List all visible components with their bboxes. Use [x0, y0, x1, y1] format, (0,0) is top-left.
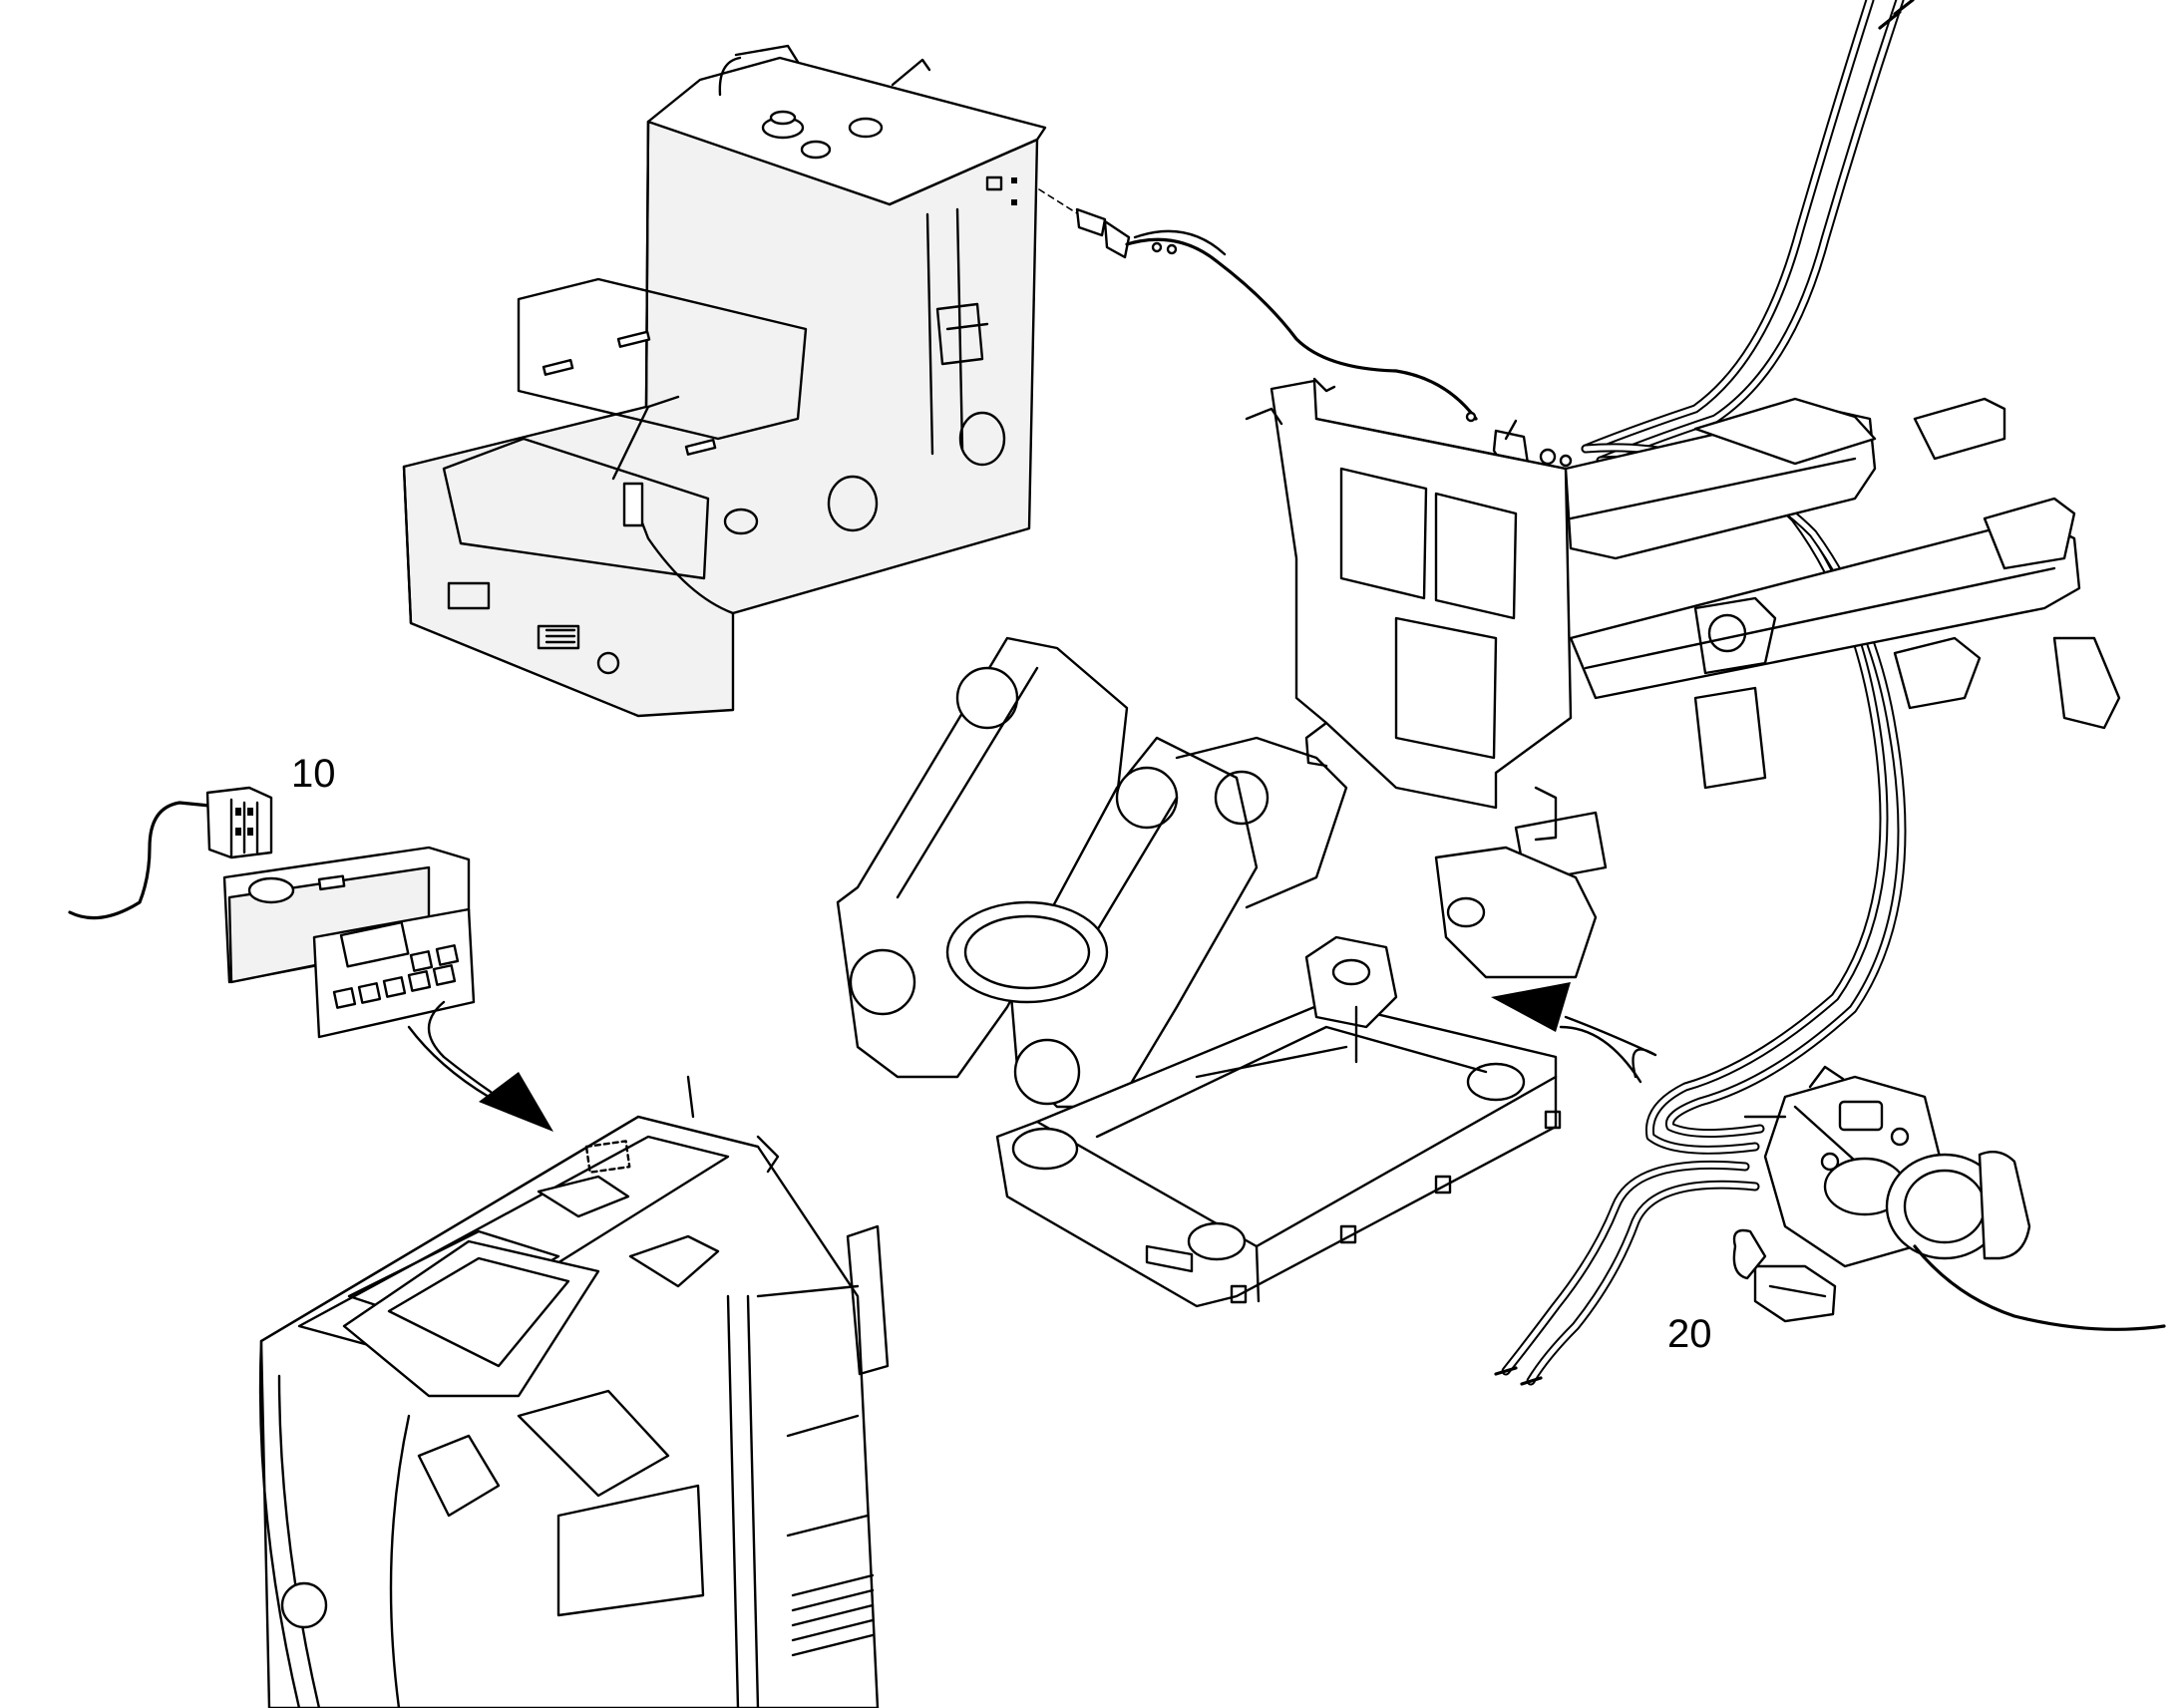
- mount-location-arrow-left: [407, 1000, 553, 1132]
- tank-housing-assembly: [402, 44, 1047, 718]
- callout-item-20: 20: [1667, 1312, 1712, 1356]
- fuel-heater-unit: [1494, 1065, 2166, 1386]
- chassis-frame: [836, 377, 2121, 1308]
- mount-location-arrow-right: [1491, 982, 1657, 1084]
- heater-controller-timer: [68, 786, 476, 1039]
- callout-item-10: 10: [291, 752, 336, 796]
- sensor-wire-harness: [1075, 207, 1573, 471]
- operator-cab: [258, 1075, 890, 1708]
- hose-bundle-upper: [1581, 0, 1915, 466]
- dashed-leader: [1038, 188, 1078, 214]
